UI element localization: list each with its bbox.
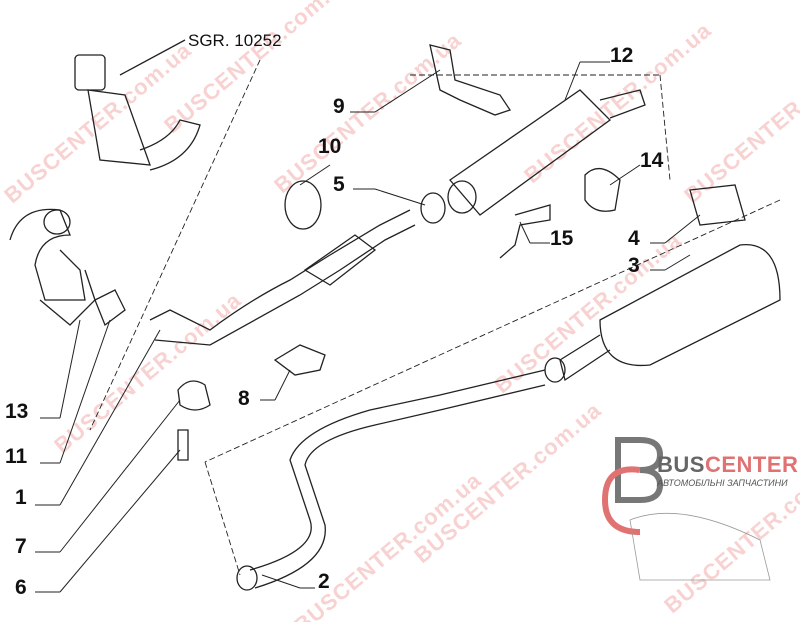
buscenter-logo <box>601 437 771 581</box>
callout-14: 14 <box>640 149 664 172</box>
callout-11: 11 <box>5 445 28 468</box>
callout-13: 13 <box>5 400 29 423</box>
logo-subtitle: АВТОМОБІЛЬНІ ЗАПЧАСТИНИ <box>657 478 788 488</box>
callout-5: 5 <box>333 173 345 196</box>
callout-10: 10 <box>318 135 342 158</box>
callout-2: 2 <box>318 570 330 593</box>
callout-4: 4 <box>628 227 640 250</box>
logo-center: CENTER <box>704 452 799 477</box>
logo-bus: BUS <box>657 452 705 477</box>
callout-7: 7 <box>15 535 27 558</box>
callout-1: 1 <box>15 486 27 509</box>
callout-3: 3 <box>628 254 640 277</box>
callout-6: 6 <box>15 576 27 599</box>
logo-title: BUSCENTER <box>657 452 798 478</box>
callout-8: 8 <box>238 387 250 410</box>
catalytic-converter-part <box>74 54 201 171</box>
callout-12: 12 <box>610 44 634 67</box>
callout-15: 15 <box>550 227 574 250</box>
reference-code: SGR. 10252 <box>188 31 282 50</box>
callout-9: 9 <box>333 95 345 118</box>
